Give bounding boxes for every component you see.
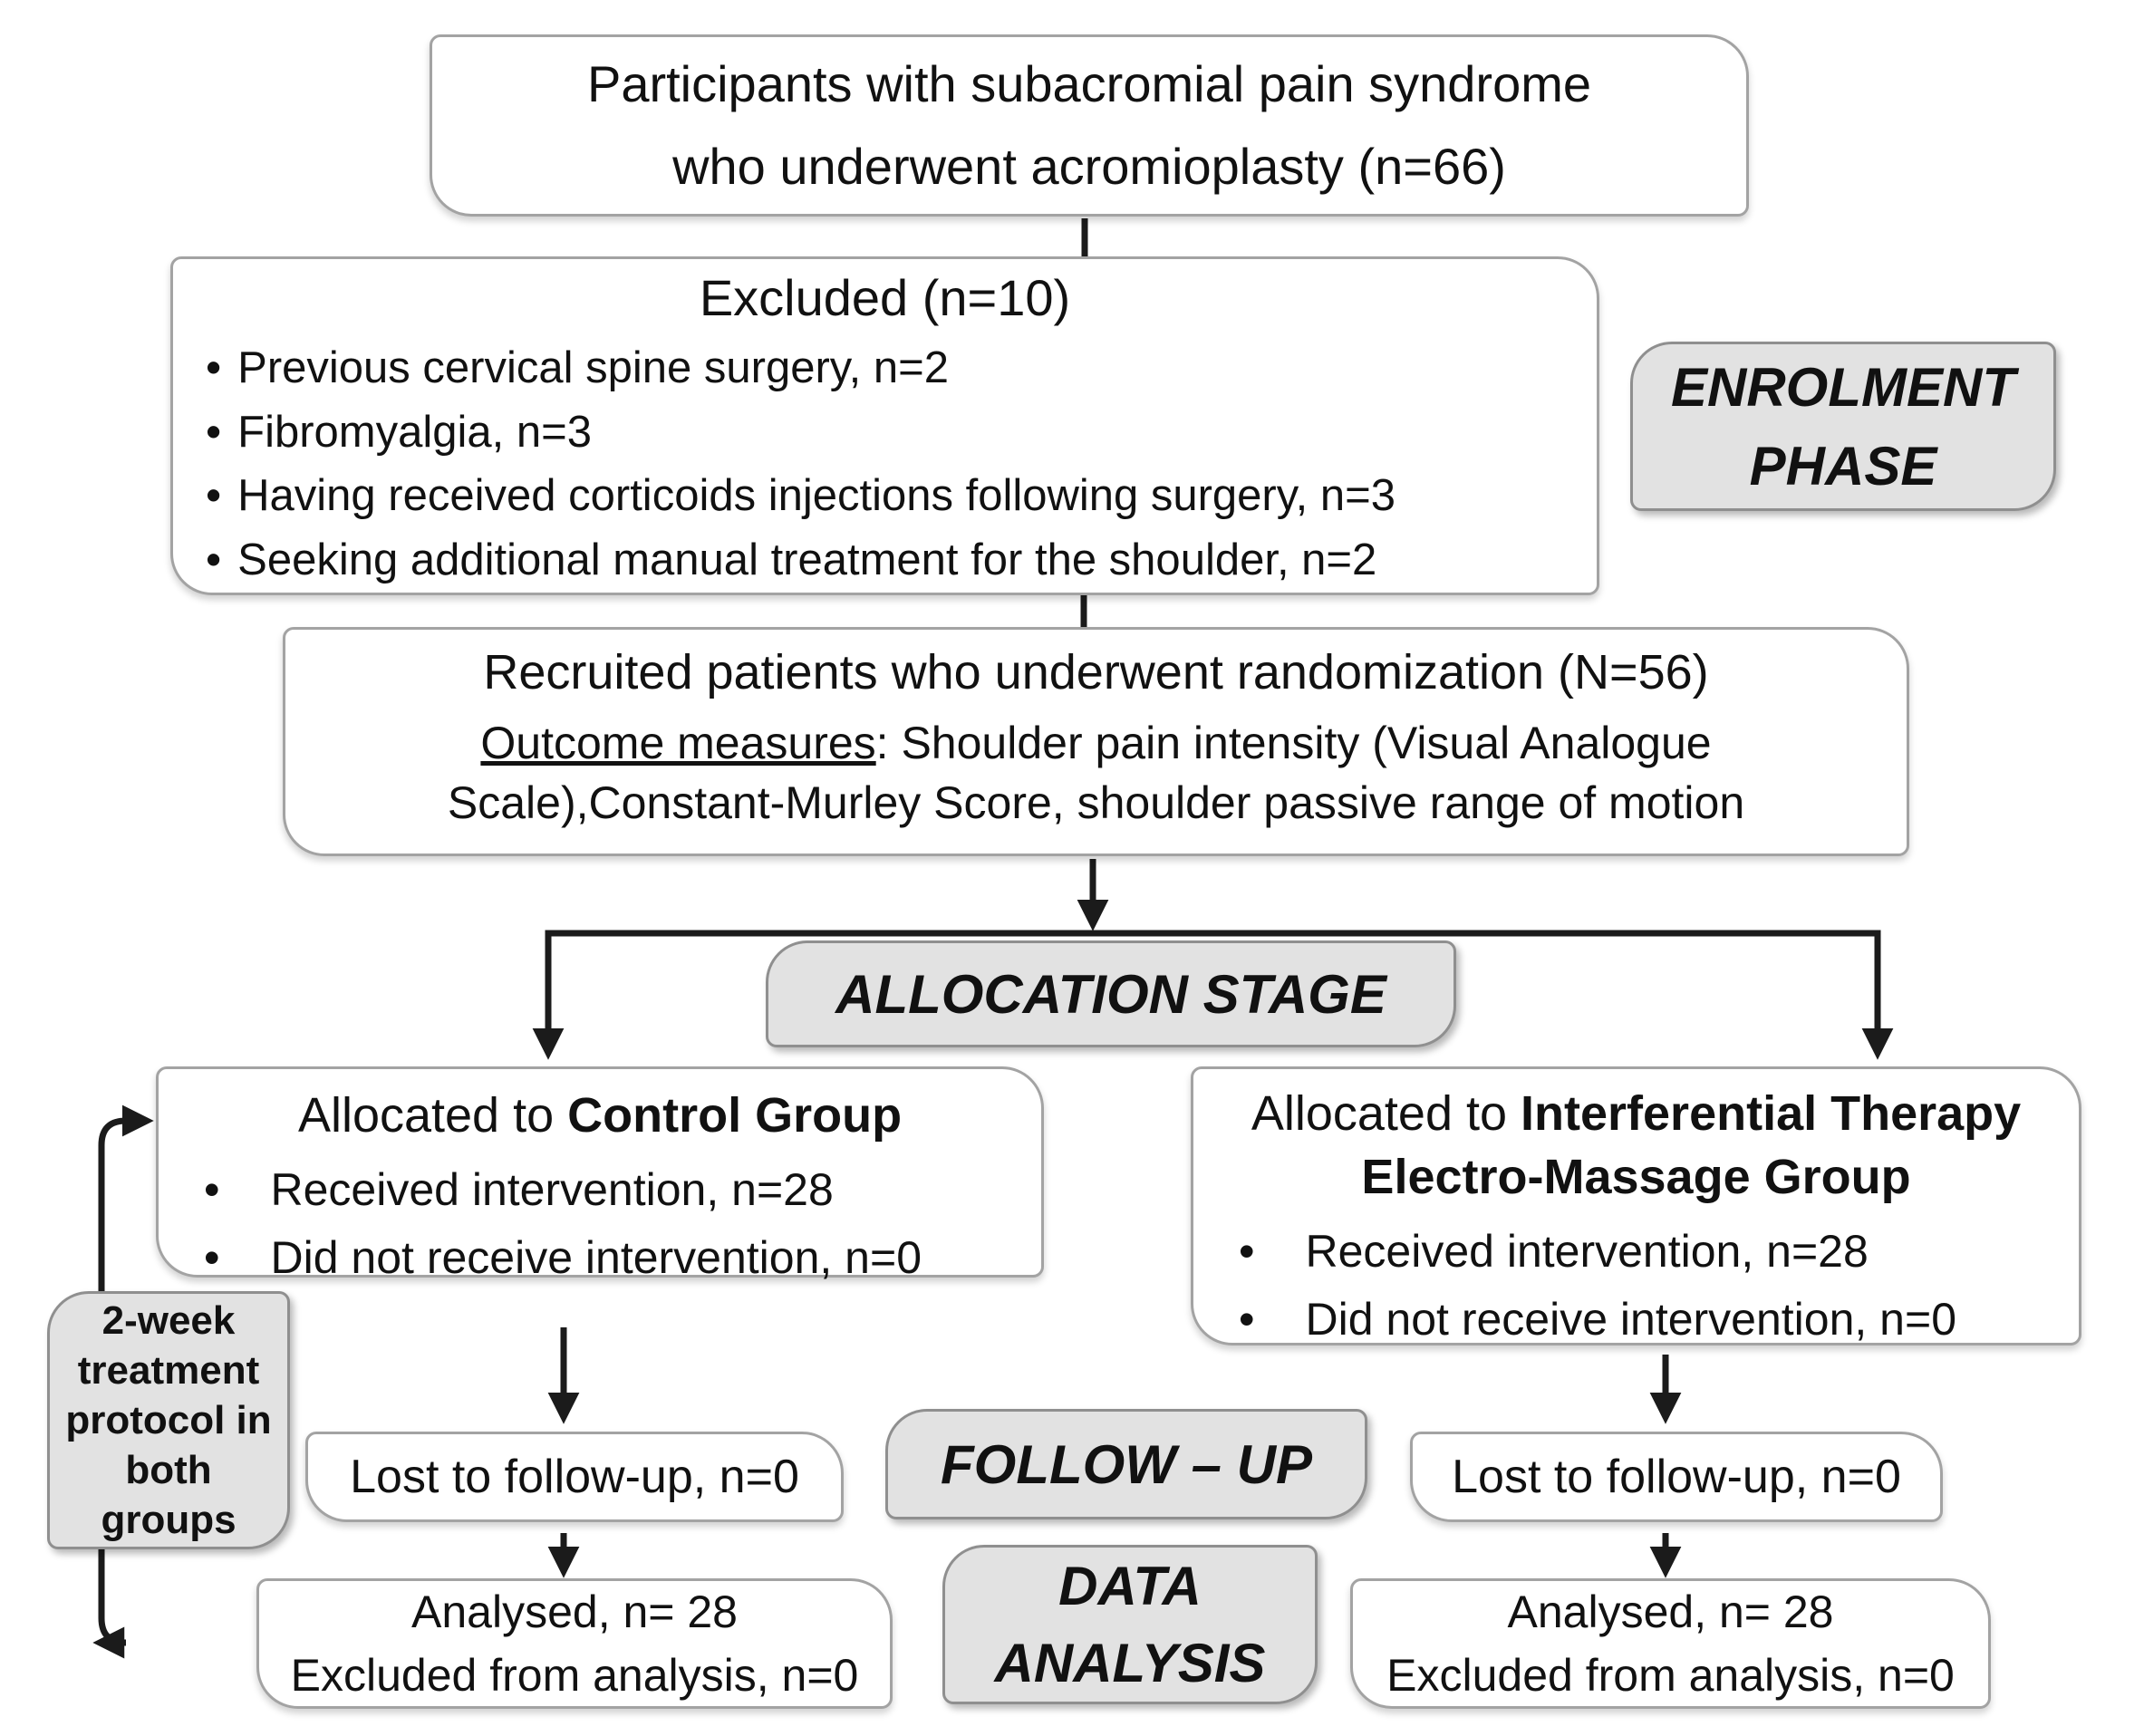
lost-followup-left-box: Lost to follow-up, n=0 <box>305 1432 844 1522</box>
outcome-measures-text: Outcome measures: Shoulder pain intensit… <box>285 713 1907 833</box>
therapy-group-list: Received intervention, n=28 Did not rece… <box>1193 1218 2079 1354</box>
excluded-title: Excluded (n=10) <box>699 269 1071 326</box>
enrolment-phase-line1: ENROLMENT <box>1671 356 2015 418</box>
therapy-group-prefix: Allocated to <box>1251 1086 1521 1141</box>
recruited-title: Recruited patients who underwent randomi… <box>483 645 1709 699</box>
analysed-right-line2: Excluded from analysis, n=0 <box>1386 1650 1955 1701</box>
participants-line2: who underwent acromioplasty (n=66) <box>672 137 1506 195</box>
enrolment-phase-label: ENROLMENT PHASE <box>1630 342 2056 511</box>
excluded-item: Having received corticoids injections fo… <box>206 464 1597 528</box>
control-group-name: Control Group <box>567 1088 903 1143</box>
follow-up-label: FOLLOW – UP <box>885 1409 1367 1519</box>
excluded-item: Fibromyalgia, n=3 <box>206 400 1597 465</box>
lost-followup-right-box: Lost to follow-up, n=0 <box>1410 1432 1943 1522</box>
therapy-group-item: Received intervention, n=28 <box>1239 1218 2079 1286</box>
analysed-right-box: Analysed, n= 28 Excluded from analysis, … <box>1350 1578 1991 1709</box>
data-analysis-line1: DATA <box>1058 1555 1202 1616</box>
allocation-stage-text: ALLOCATION STAGE <box>835 963 1386 1025</box>
excluded-list: Previous cervical spine surgery, n=2 Fib… <box>173 336 1597 592</box>
control-group-item: Received intervention, n=28 <box>204 1156 1041 1224</box>
control-group-item: Did not receive intervention, n=0 <box>204 1224 1041 1292</box>
therapy-group-item: Did not receive intervention, n=0 <box>1239 1286 2079 1354</box>
data-analysis-label: DATA ANALYSIS <box>942 1545 1318 1704</box>
excluded-item: Previous cervical spine surgery, n=2 <box>206 336 1597 400</box>
lost-followup-right-text: Lost to follow-up, n=0 <box>1452 1451 1901 1503</box>
follow-up-text: FOLLOW – UP <box>941 1433 1312 1495</box>
therapy-group-title: Allocated to Interferential Therapy Elec… <box>1193 1082 2079 1209</box>
data-analysis-line2: ANALYSIS <box>994 1633 1266 1693</box>
excluded-box: Excluded (n=10) Previous cervical spine … <box>170 256 1599 595</box>
analysed-right-line1: Analysed, n= 28 <box>1507 1587 1834 1637</box>
control-group-box: Allocated to Control Group Received inte… <box>156 1066 1044 1283</box>
outcome-measures-detail: : Shoulder pain intensity (Visual Analog… <box>447 718 1745 828</box>
analysed-left-line1: Analysed, n= 28 <box>411 1587 738 1637</box>
excluded-item: Seeking additional manual treatment for … <box>206 528 1597 593</box>
analysed-left-line2: Excluded from analysis, n=0 <box>290 1650 859 1701</box>
control-group-title: Allocated to Control Group <box>159 1084 1041 1147</box>
protocol-loop-arrow-bottom <box>92 1545 127 1659</box>
lost-followup-left-text: Lost to follow-up, n=0 <box>350 1451 799 1503</box>
treatment-protocol-label: 2-week treatment protocol in both groups <box>47 1291 290 1549</box>
allocation-stage-label: ALLOCATION STAGE <box>766 940 1456 1047</box>
control-group-list: Received intervention, n=28 Did not rece… <box>159 1156 1041 1292</box>
therapy-group-box: Allocated to Interferential Therapy Elec… <box>1191 1066 2081 1345</box>
control-group-prefix: Allocated to <box>297 1088 568 1143</box>
protocol-loop-arrow-top <box>98 1104 154 1296</box>
recruited-box: Recruited patients who underwent randomi… <box>283 627 1909 856</box>
participants-box: Participants with subacromial pain syndr… <box>430 34 1749 217</box>
treatment-protocol-text: 2-week treatment protocol in both groups <box>65 1298 272 1542</box>
enrolment-phase-line2: PHASE <box>1749 435 1937 497</box>
therapy-group-name: Interferential Therapy Electro-Massage G… <box>1361 1086 2022 1205</box>
outcome-measures-label: Outcome measures <box>480 718 876 768</box>
participants-line1: Participants with subacromial pain syndr… <box>586 54 1592 112</box>
analysed-left-box: Analysed, n= 28 Excluded from analysis, … <box>256 1578 893 1709</box>
